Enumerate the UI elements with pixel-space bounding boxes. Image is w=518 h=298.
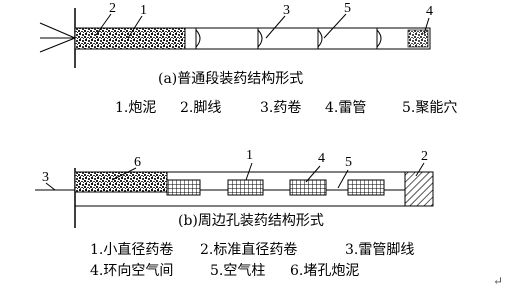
- figure-a-borehole: [39, 8, 431, 68]
- leader-lines-b: [45, 162, 425, 191]
- callout-b-6: 6: [134, 155, 141, 170]
- legend-a-2: 2.脚线: [180, 100, 222, 116]
- callout-a-2: 2: [109, 1, 116, 16]
- legend-b-1: 1.小直径药卷: [90, 242, 174, 258]
- small-cartridge: [166, 179, 201, 196]
- legend-a-4: 4.雷管: [325, 100, 367, 116]
- callout-b-1: 1: [246, 148, 253, 163]
- cartridge-body-a: [184, 27, 431, 50]
- figure-b-borehole: [35, 162, 434, 228]
- small-cartridge: [289, 179, 327, 196]
- legend-b-3: 3.雷管脚线: [345, 242, 415, 258]
- small-cartridge: [347, 179, 385, 196]
- callout-b-2: 2: [421, 149, 428, 164]
- legend-b-4: 4.环向空气间: [90, 263, 174, 279]
- callout-b-4: 4: [318, 151, 325, 166]
- caption-a: (a)普通段装药结构形式: [158, 71, 304, 87]
- wire-lower: [39, 37, 76, 53]
- stemming-a: [74, 27, 186, 50]
- legend-b-6: 6.堵孔炮泥: [290, 263, 360, 279]
- return-mark: ↵: [493, 274, 504, 288]
- legend-b-2: 2.标准直径药卷: [200, 242, 298, 258]
- callout-a-1: 1: [140, 3, 147, 18]
- legend-a-1: 1.炮泥: [115, 100, 157, 116]
- callout-a-3: 3: [283, 3, 290, 18]
- detonator-a: [407, 29, 429, 48]
- standard-cartridge: [404, 171, 434, 207]
- callout-a-5: 5: [344, 1, 351, 16]
- caption-b: (b)周边孔装药结构形式: [178, 213, 324, 229]
- small-cartridge: [227, 179, 264, 196]
- wire-upper: [39, 22, 76, 39]
- legend-a-3: 3.药卷: [260, 100, 302, 116]
- shaped-cavities: [195, 28, 382, 49]
- callout-a-4: 4: [426, 4, 433, 19]
- legend-b-5: 5.空气柱: [210, 263, 266, 279]
- legend-a-5: 5.聚能穴: [402, 100, 458, 116]
- leader-lines-a: [95, 13, 430, 39]
- callout-b-5: 5: [345, 155, 352, 170]
- callout-b-3: 3: [42, 170, 49, 185]
